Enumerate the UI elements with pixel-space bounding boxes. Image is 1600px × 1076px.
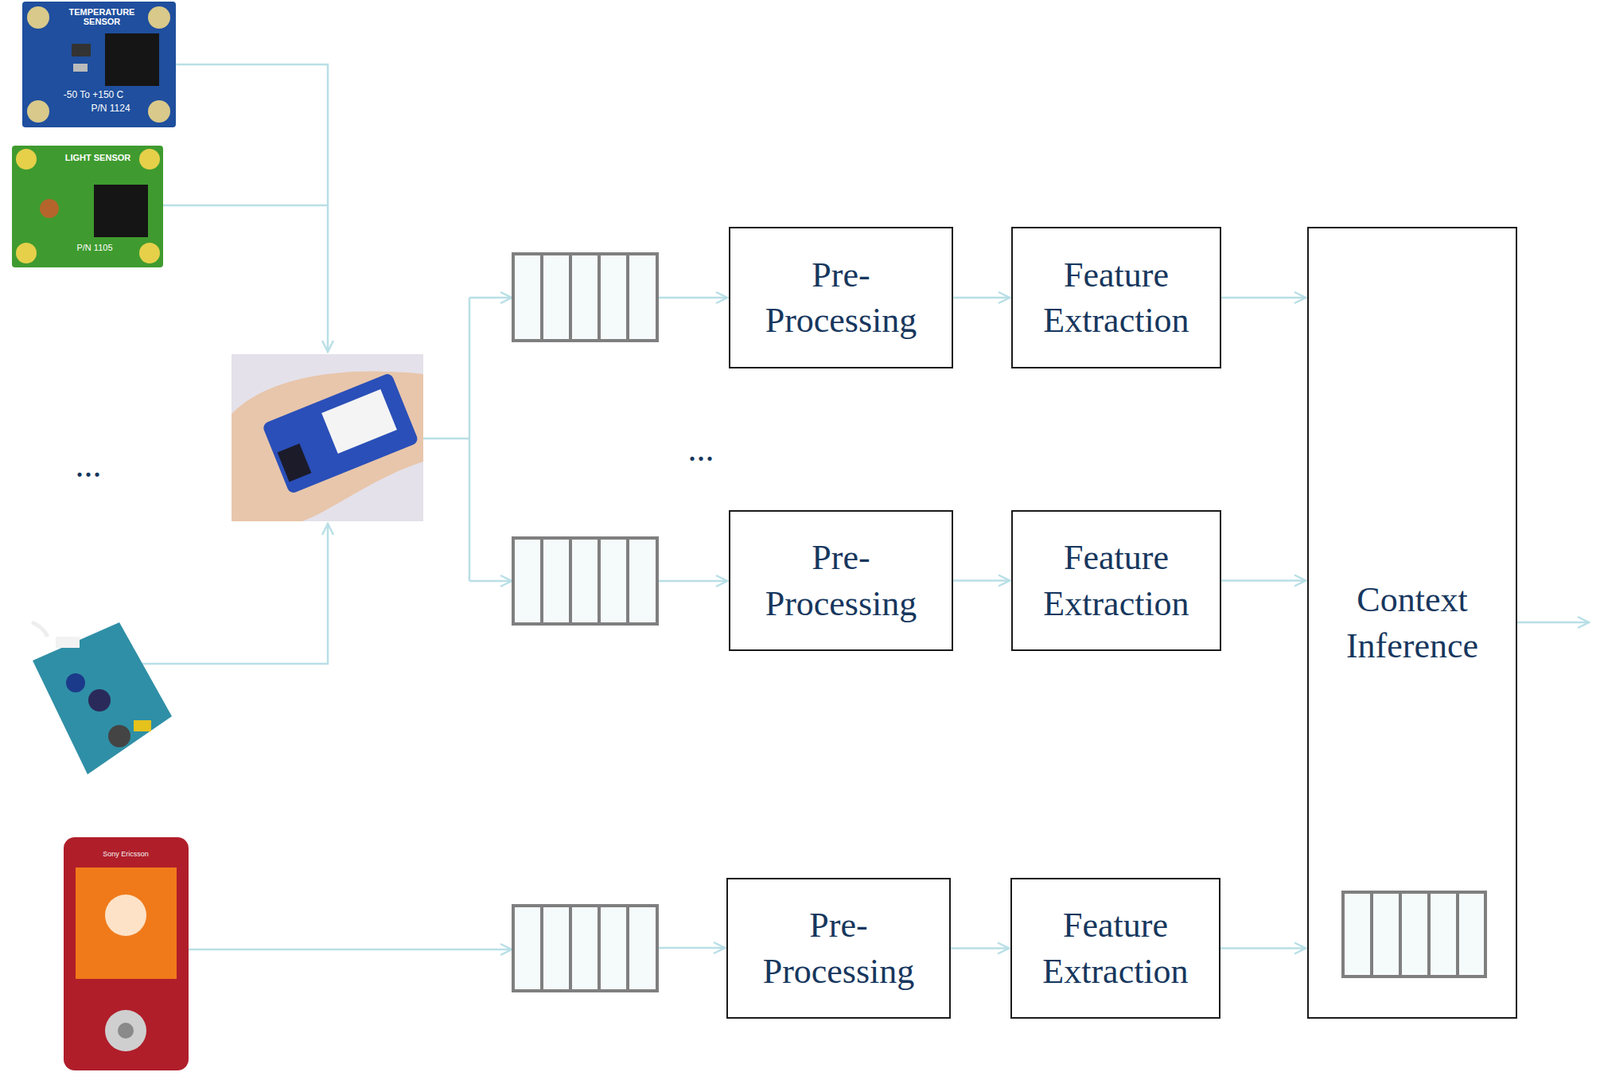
plug xyxy=(55,636,80,648)
mount-hole xyxy=(139,148,160,170)
process-box: Feature Extraction xyxy=(1011,509,1222,651)
sensor-device xyxy=(231,354,424,522)
buffer-cells xyxy=(1371,891,1458,977)
buffer-cells xyxy=(541,253,628,341)
light-sensor xyxy=(11,145,164,268)
mount-hole xyxy=(15,148,37,170)
inference-box: Context Inference xyxy=(1307,226,1518,1019)
buffer-cells xyxy=(541,537,628,624)
phone-screen xyxy=(75,867,177,979)
buffer-frame xyxy=(513,905,658,991)
flow-arrow xyxy=(1221,296,1306,300)
nav-button xyxy=(117,1022,134,1039)
device-port xyxy=(277,443,312,482)
component xyxy=(133,720,152,732)
capacitor xyxy=(66,673,86,693)
board-text: P/N 1124 xyxy=(82,102,139,114)
mobile-phone xyxy=(63,836,189,1071)
connector xyxy=(105,33,160,86)
mount-hole xyxy=(147,6,171,29)
box-label: Pre- Processing xyxy=(740,902,937,993)
flow-arrow xyxy=(950,946,1009,950)
connector xyxy=(93,184,148,238)
box-label: Context Inference xyxy=(1321,576,1503,668)
process-box: Pre- Processing xyxy=(728,226,954,369)
flow-arrow xyxy=(1220,946,1306,950)
wire xyxy=(657,580,728,583)
buffer-cells xyxy=(541,905,628,991)
logo xyxy=(105,894,147,936)
wire xyxy=(657,296,728,300)
buffer xyxy=(513,905,658,991)
wire xyxy=(423,437,470,440)
process-box: Feature Extraction xyxy=(1011,226,1222,369)
process-box: Pre- Processing xyxy=(726,877,951,1019)
temperature-sensor xyxy=(22,1,176,128)
buffer xyxy=(1343,891,1486,977)
wire xyxy=(469,296,512,300)
phone-body xyxy=(63,836,189,1071)
board xyxy=(22,1,176,128)
buffer-frame xyxy=(513,253,658,341)
wire xyxy=(175,64,328,352)
wire xyxy=(188,948,512,951)
mount-hole xyxy=(27,100,50,123)
mount-hole xyxy=(15,242,37,264)
output-arrow xyxy=(1517,621,1589,624)
flow-arrow xyxy=(953,296,1010,300)
board xyxy=(32,622,172,775)
board-text: -50 To +150 C xyxy=(55,89,132,101)
resistor xyxy=(73,63,88,72)
box-label: Pre- Processing xyxy=(743,252,939,343)
box-label: Feature Extraction xyxy=(1024,902,1207,993)
board-text: TEMPERATURE SENSOR xyxy=(57,7,147,27)
mount-hole xyxy=(139,242,160,264)
flow-arrow xyxy=(1221,579,1306,582)
wire xyxy=(468,297,472,581)
mount-hole xyxy=(27,6,50,29)
brand-text: Sony Ericsson xyxy=(93,849,158,858)
nav-wheel xyxy=(105,1009,147,1052)
buffer-frame xyxy=(1343,891,1486,977)
cable xyxy=(31,622,48,637)
microphone-sensor xyxy=(31,622,172,775)
board-text: P/N 1105 xyxy=(66,242,123,254)
flow-arrow xyxy=(953,579,1010,582)
device-case xyxy=(261,372,420,495)
wire xyxy=(163,204,328,207)
box-label: Pre- Processing xyxy=(743,534,939,626)
wire xyxy=(657,946,725,950)
process-box: Pre- Processing xyxy=(728,509,954,651)
ellipsis: ... xyxy=(60,445,117,486)
board xyxy=(11,145,164,268)
wire xyxy=(469,580,512,583)
device-label xyxy=(321,389,398,454)
buffers xyxy=(513,253,1486,991)
board-text: LIGHT SENSOR xyxy=(63,152,133,163)
sensor-wires xyxy=(132,64,1589,950)
microphone xyxy=(108,724,131,748)
box-label: Feature Extraction xyxy=(1025,534,1207,626)
mount-hole xyxy=(147,100,171,123)
hand xyxy=(231,371,424,522)
buffer xyxy=(513,253,658,341)
capacitor xyxy=(88,689,111,712)
device-body xyxy=(261,372,420,495)
box-label: Feature Extraction xyxy=(1025,252,1207,343)
ellipsis: ... xyxy=(673,429,729,470)
buffer-frame xyxy=(513,537,658,624)
chip xyxy=(71,43,91,57)
photo-ground xyxy=(231,354,424,522)
buffer xyxy=(513,537,658,624)
photoresistor xyxy=(39,198,59,219)
process-box: Feature Extraction xyxy=(1010,877,1221,1019)
wire xyxy=(132,523,328,664)
